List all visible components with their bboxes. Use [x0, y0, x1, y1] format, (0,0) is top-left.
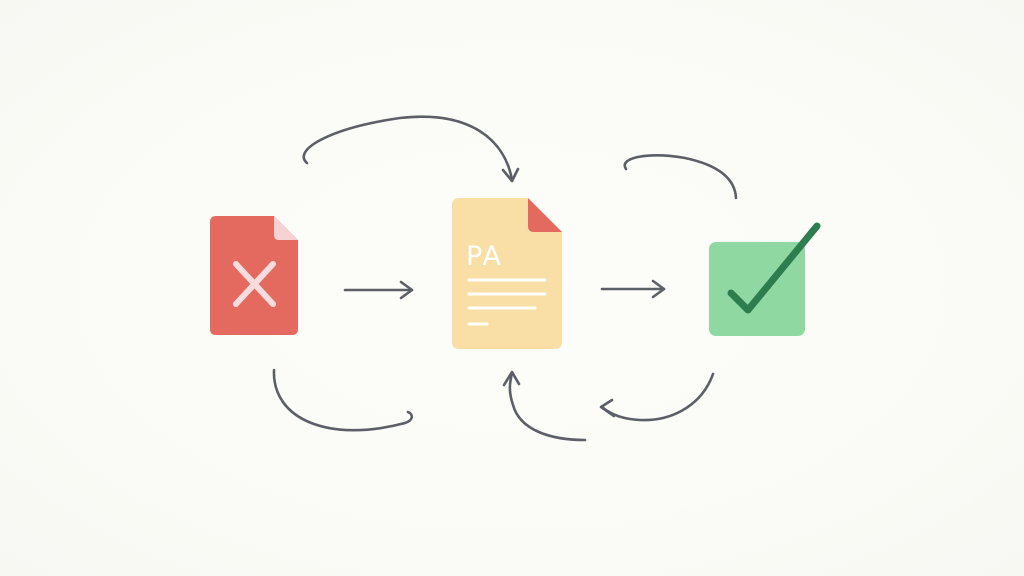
- arrow-bottom-right-arc: [599, 372, 715, 422]
- rejected-document: [210, 216, 298, 335]
- x-mark: [233, 261, 276, 307]
- arrow-document-to-green: [600, 279, 666, 299]
- document-label: PA: [466, 241, 503, 272]
- arrow-red-to-document: [343, 280, 414, 300]
- pending-document: PA: [452, 198, 562, 349]
- x-file-icon: [210, 216, 298, 335]
- checkmark-icon: [727, 222, 821, 314]
- arrow-top-arc: [302, 115, 520, 183]
- arrow-bottom-center-arc: [502, 370, 587, 442]
- approved-box: [709, 222, 821, 336]
- arrow-top-right-arc: [623, 154, 738, 200]
- arrow-bottom-left-arc: [272, 368, 414, 432]
- document-icon: PA: [452, 198, 562, 349]
